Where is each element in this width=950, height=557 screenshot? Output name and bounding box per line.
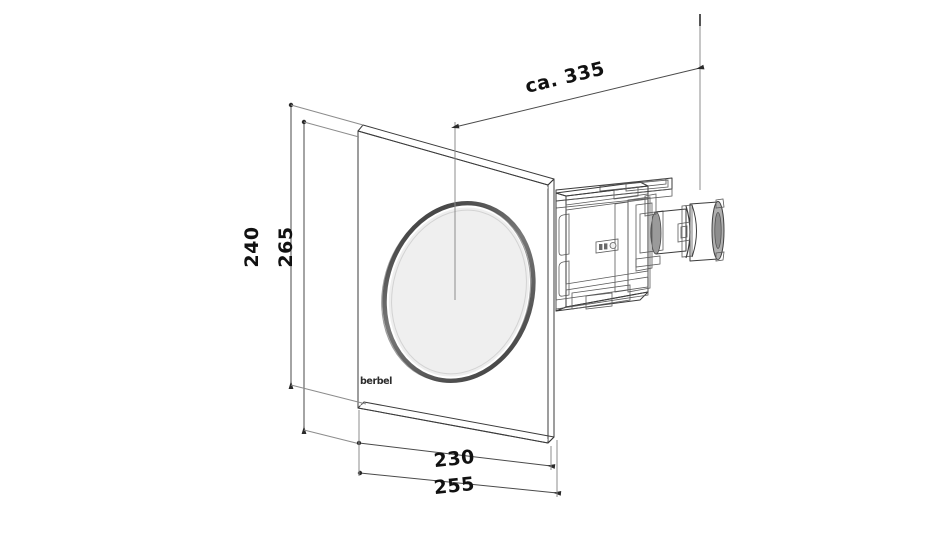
height-inner-label: 240: [241, 226, 263, 267]
upper-support-rail: [613, 179, 669, 200]
height-witness-bottom-outer: [303, 429, 361, 445]
mechanism-assembly: [555, 177, 725, 312]
depth-dimension-label: ca. 335: [523, 58, 607, 98]
mounting-frame-housing: [555, 181, 651, 312]
width-outer-label: 255: [433, 473, 476, 499]
support-bracket: [635, 193, 661, 272]
circular-filter-recess: [381, 200, 536, 384]
fan-motor-cylinder: [639, 198, 725, 262]
dimension-height-group: 240 265: [241, 102, 367, 445]
height-witness-top-inner: [290, 104, 364, 126]
width-outer-dimension-line: [357, 470, 562, 496]
width-inner-dimension-line: [356, 440, 556, 469]
dimension-width-group: 230 255: [356, 410, 562, 499]
height-witness-bottom-inner: [290, 384, 367, 405]
lower-frame-legs: [555, 284, 649, 310]
height-witness-top-outer: [303, 121, 360, 138]
front-cover-panel: berbel: [357, 124, 555, 444]
brand-logo: berbel: [360, 376, 392, 387]
width-inner-label: 230: [433, 446, 476, 472]
depth-dimension-line: [451, 64, 705, 129]
height-outer-label: 265: [275, 226, 297, 267]
